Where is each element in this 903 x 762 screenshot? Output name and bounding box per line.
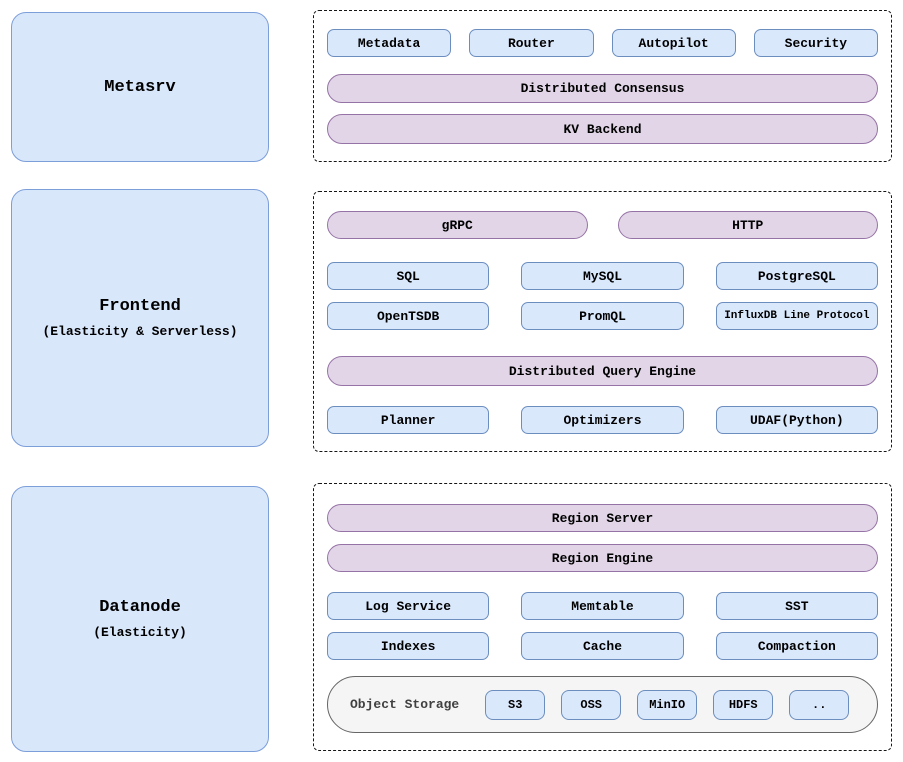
optimizers-box: Optimizers <box>521 406 684 434</box>
datanode-title: Datanode <box>99 598 181 617</box>
influxdb-line-protocol-box: InfluxDB Line Protocol <box>715 302 878 330</box>
metasrv-group: Metadata Router Autopilot Security Distr… <box>313 10 892 162</box>
compaction-box: Compaction <box>715 632 878 660</box>
metasrv-node: Metasrv <box>11 12 269 162</box>
hdfs-box: HDFS <box>713 689 774 720</box>
object-storage-container: Object Storage S3 OSS MinIO HDFS .. <box>327 676 878 733</box>
datanode-group: Region Server Region Engine Log Service … <box>313 483 892 751</box>
udaf-python-box: UDAF(Python) <box>715 406 878 434</box>
minio-box: MinIO <box>637 689 698 720</box>
planner-box: Planner <box>327 406 490 434</box>
postgresql-box: PostgreSQL <box>715 262 878 290</box>
frontend-query-row: Planner Optimizers UDAF(Python) <box>327 406 878 434</box>
metadata-box: Metadata <box>327 29 452 57</box>
frontend-protocols-row1: SQL MySQL PostgreSQL <box>327 262 878 290</box>
cache-box: Cache <box>521 632 684 660</box>
mysql-box: MySQL <box>521 262 684 290</box>
metasrv-title: Metasrv <box>104 77 176 97</box>
metasrv-services-row: Metadata Router Autopilot Security <box>327 29 878 57</box>
sql-box: SQL <box>327 262 490 290</box>
frontend-protocols-row2: OpenTSDB PromQL InfluxDB Line Protocol <box>327 302 878 330</box>
datanode-storage-row2: Indexes Cache Compaction <box>327 632 878 660</box>
region-server-pill: Region Server <box>327 504 878 532</box>
sst-box: SST <box>715 592 878 620</box>
grpc-pill: gRPC <box>327 211 588 239</box>
oss-box: OSS <box>561 689 622 720</box>
http-pill: HTTP <box>617 211 878 239</box>
datanode-node: Datanode (Elasticity) <box>11 486 269 752</box>
region-engine-pill: Region Engine <box>327 544 878 572</box>
s3-box: S3 <box>485 689 546 720</box>
distributed-consensus-pill: Distributed Consensus <box>327 74 878 103</box>
frontend-node: Frontend (Elasticity & Serverless) <box>11 189 269 447</box>
indexes-box: Indexes <box>327 632 490 660</box>
distributed-query-engine-pill: Distributed Query Engine <box>327 356 878 386</box>
other-backends-box: .. <box>789 689 850 720</box>
object-storage-backends: S3 OSS MinIO HDFS .. <box>485 689 850 720</box>
promql-box: PromQL <box>521 302 684 330</box>
log-service-box: Log Service <box>327 592 490 620</box>
opentsdb-box: OpenTSDB <box>327 302 490 330</box>
datanode-subtitle: (Elasticity) <box>93 625 187 640</box>
memtable-box: Memtable <box>521 592 684 620</box>
frontend-group: gRPC HTTP SQL MySQL PostgreSQL OpenTSDB … <box>313 191 892 452</box>
security-box: Security <box>753 29 878 57</box>
frontend-title: Frontend <box>99 297 181 316</box>
kv-backend-pill: KV Backend <box>327 114 878 144</box>
frontend-subtitle: (Elasticity & Serverless) <box>42 324 238 339</box>
router-box: Router <box>469 29 594 57</box>
object-storage-label: Object Storage <box>350 697 460 712</box>
frontend-entry-row: gRPC HTTP <box>327 211 878 239</box>
autopilot-box: Autopilot <box>611 29 736 57</box>
datanode-storage-row1: Log Service Memtable SST <box>327 592 878 620</box>
